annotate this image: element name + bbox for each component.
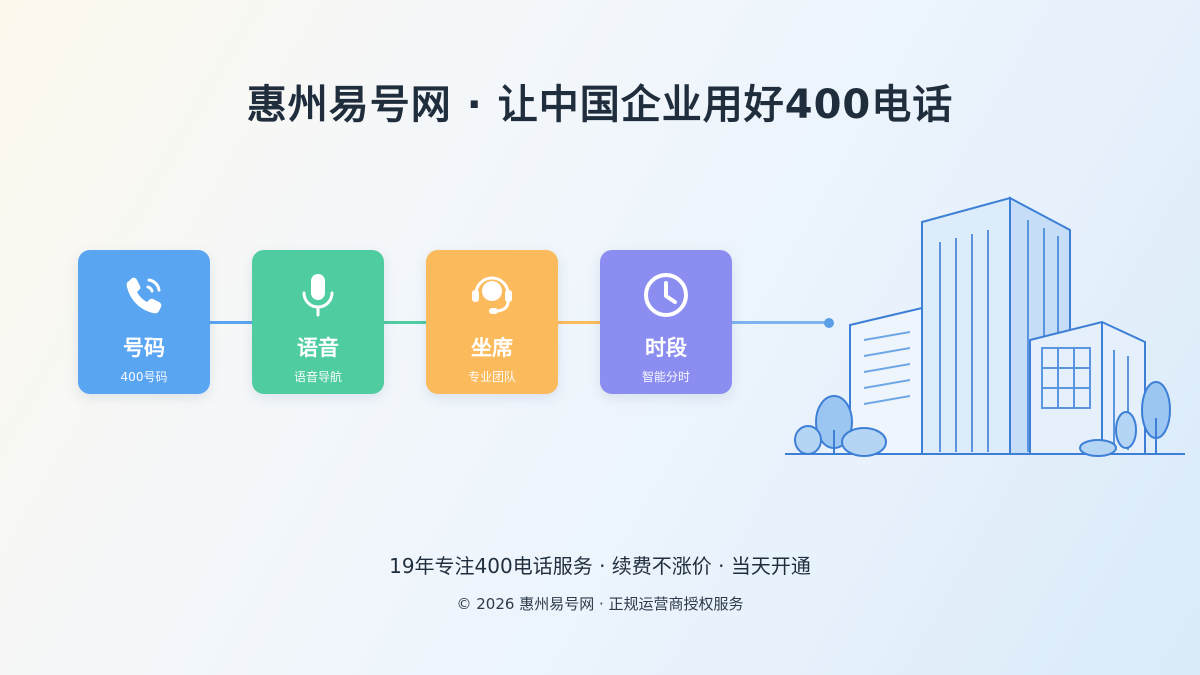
clock-icon xyxy=(644,273,688,317)
connector-line-4 xyxy=(732,321,826,324)
office-building-illustration xyxy=(785,196,1185,457)
connector-line-3 xyxy=(558,321,600,324)
feature-card-agent[interactable]: 坐席 专业团队 xyxy=(426,250,558,394)
card-label: 号码 xyxy=(123,336,165,360)
connector-line-1 xyxy=(210,321,252,324)
connector-end-dot xyxy=(824,318,834,328)
feature-card-number[interactable]: 号码 400号码 xyxy=(78,250,210,394)
feature-card-timeslot[interactable]: 时段 智能分时 xyxy=(600,250,732,394)
feature-card-voice[interactable]: 语音 语音导航 xyxy=(252,250,384,394)
card-sublabel: 智能分时 xyxy=(641,370,690,384)
phone-icon xyxy=(126,277,162,314)
microphone-icon xyxy=(302,274,334,317)
headset-icon xyxy=(472,276,512,314)
card-sublabel: 语音导航 xyxy=(293,370,342,384)
service-tagline: 19年专注400电话服务 · 续费不涨价 · 当天开通 xyxy=(389,554,811,578)
page-title: 惠州易号网 · 让中国企业用好400电话 xyxy=(246,82,954,128)
card-sublabel: 专业团队 xyxy=(467,370,516,384)
copyright-notice: © 2026 惠州易号网 · 正规运营商授权服务 xyxy=(456,595,744,613)
card-label: 坐席 xyxy=(471,336,513,360)
connector-line-2 xyxy=(384,321,426,324)
card-sublabel: 400号码 xyxy=(120,370,168,384)
card-label: 时段 xyxy=(645,336,687,360)
card-label: 语音 xyxy=(297,336,339,360)
